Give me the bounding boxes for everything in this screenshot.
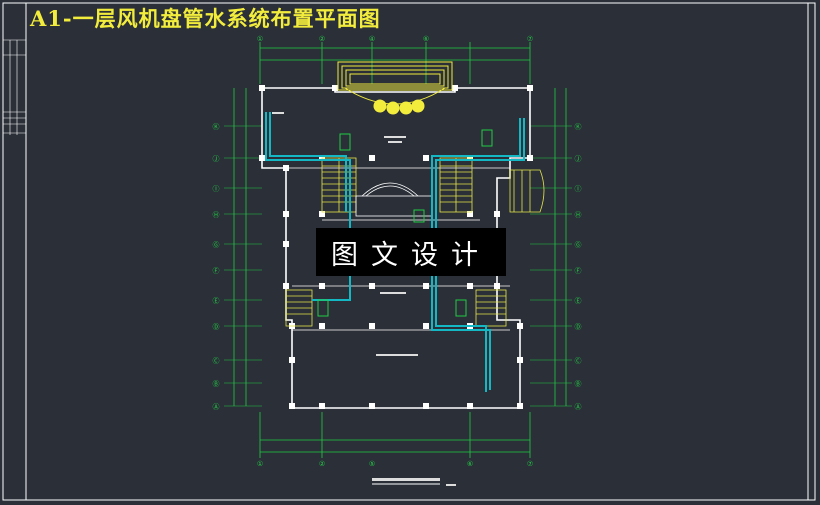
column (423, 283, 429, 289)
entrance-feature (337, 61, 453, 115)
column (517, 403, 523, 409)
column (527, 85, 533, 91)
column (423, 155, 429, 161)
left-dimension-lines (233, 88, 247, 406)
fan-coil-units (317, 129, 493, 317)
right-dimension-lines (554, 88, 567, 406)
central-dome (355, 182, 433, 217)
side-axis-label: Ⓔ (575, 297, 582, 305)
bottom-axis-label: ⑦ (527, 460, 533, 468)
right-axis-bubbles: Ⓐ Ⓑ Ⓒ Ⓓ Ⓔ Ⓕ Ⓖ Ⓗ Ⓘ Ⓙ Ⓚ (575, 123, 582, 411)
column (517, 357, 523, 363)
side-axis-label: Ⓖ (575, 241, 582, 249)
top-axis-label: ① (257, 35, 263, 43)
bottom-dimension-lines (259, 412, 531, 458)
column (283, 241, 289, 247)
bottom-axis-label: ② (319, 460, 325, 468)
axis-grid-lines (224, 125, 572, 407)
column (283, 211, 289, 217)
side-axis-label: Ⓔ (213, 297, 220, 305)
side-axis-label: Ⓙ (575, 155, 582, 163)
column (259, 155, 265, 161)
top-axis-label: ④ (369, 35, 375, 43)
side-axis-label: Ⓕ (213, 267, 220, 275)
column (494, 283, 500, 289)
top-axis-bubbles: ① ② ④ ⑥ ⑦ (257, 35, 533, 43)
side-axis-label: Ⓓ (213, 323, 220, 331)
side-axis-label: Ⓑ (575, 380, 582, 388)
column (283, 165, 289, 171)
stair-lower-right (475, 289, 507, 327)
side-axis-label: Ⓐ (213, 403, 220, 411)
left-axis-bubbles: Ⓐ Ⓑ Ⓒ Ⓓ Ⓔ Ⓕ Ⓖ Ⓗ Ⓘ Ⓙ Ⓚ (213, 123, 220, 411)
side-axis-label: Ⓒ (213, 357, 220, 365)
column (289, 357, 295, 363)
side-axis-label: Ⓘ (575, 185, 582, 193)
drawing-caption (372, 478, 456, 486)
watermark-banner: 图文设计 (316, 228, 506, 276)
column (494, 211, 500, 217)
column (369, 323, 375, 329)
column (452, 85, 458, 91)
bottom-axis-label: ⑤ (369, 460, 375, 468)
column (369, 403, 375, 409)
top-axis-label: ⑥ (423, 35, 429, 43)
bottom-axis-label: ⑥ (467, 460, 473, 468)
title-block (3, 39, 26, 135)
column (319, 323, 325, 329)
column (259, 85, 265, 91)
column (332, 85, 338, 91)
column (423, 403, 429, 409)
side-axis-label: Ⓕ (575, 267, 582, 275)
side-axis-label: Ⓚ (213, 123, 220, 131)
side-axis-label: Ⓐ (575, 403, 582, 411)
top-dimension-lines (259, 42, 531, 84)
side-axis-label: Ⓘ (213, 185, 220, 193)
column (467, 211, 473, 217)
side-axis-label: Ⓗ (213, 211, 220, 219)
column (369, 155, 375, 161)
side-axis-label: Ⓑ (213, 380, 220, 388)
column (319, 403, 325, 409)
top-axis-label: ② (319, 35, 325, 43)
column (527, 155, 533, 161)
side-axis-label: Ⓗ (575, 211, 582, 219)
side-axis-label: Ⓖ (213, 241, 220, 249)
column (289, 403, 295, 409)
stair-lower-left (285, 289, 313, 327)
column (369, 283, 375, 289)
column (423, 323, 429, 329)
column (319, 283, 325, 289)
side-axis-label: Ⓓ (575, 323, 582, 331)
column (319, 211, 325, 217)
side-axis-label: Ⓙ (213, 155, 220, 163)
side-axis-label: Ⓒ (575, 357, 582, 365)
side-axis-label: Ⓚ (575, 123, 582, 131)
column (283, 283, 289, 289)
top-axis-label: ⑦ (527, 35, 533, 43)
stair-right-outer (509, 169, 545, 213)
bottom-axis-label: ① (257, 460, 263, 468)
stair-right (439, 157, 473, 213)
drawing-title: A1-一层风机盘管水系统布置平面图 (30, 6, 381, 31)
room-label-marks (272, 112, 418, 356)
column (517, 323, 523, 329)
column (467, 283, 473, 289)
column (467, 403, 473, 409)
bottom-axis-bubbles: ① ② ⑤ ⑥ ⑦ (257, 460, 533, 468)
